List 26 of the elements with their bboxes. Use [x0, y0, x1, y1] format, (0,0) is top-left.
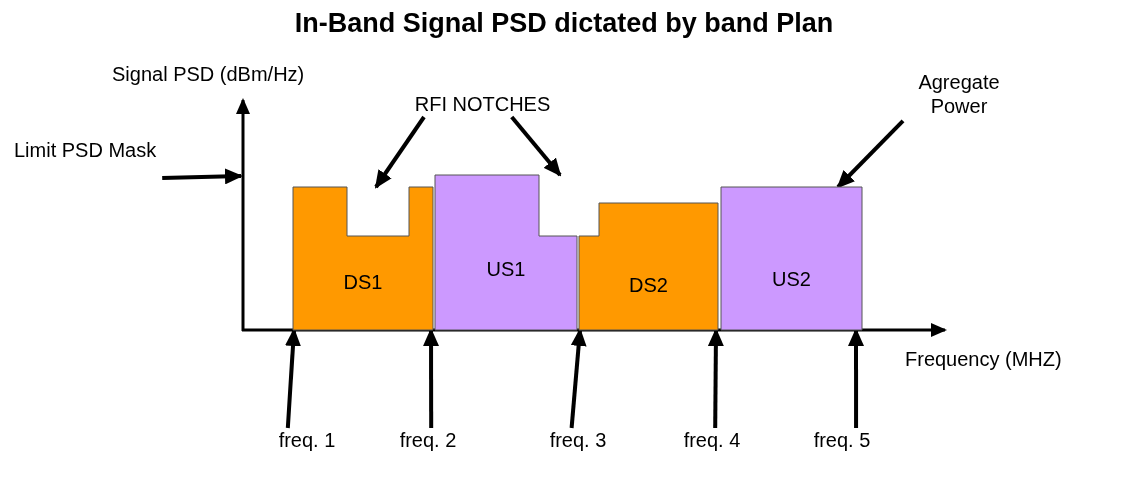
annotation-text: freq. 1 — [277, 428, 337, 452]
annotation-text: freq. 4 — [682, 428, 742, 452]
band-block — [293, 187, 433, 330]
band-label: DS1 — [342, 271, 384, 294]
annotation-text: freq. 5 — [812, 428, 872, 452]
chart-title: In-Band Signal PSD dictated by band Plan — [293, 8, 835, 39]
band-label: DS2 — [628, 274, 669, 297]
annotation-text: RFI NOTCHES — [413, 92, 552, 116]
arrow — [285, 328, 301, 429]
axis-label: Signal PSD (dBm/Hz) — [112, 62, 305, 86]
band-block — [579, 203, 718, 330]
arrow — [836, 119, 905, 189]
arrow — [707, 328, 724, 428]
arrow — [569, 328, 587, 429]
band-block — [435, 175, 577, 330]
arrow — [510, 115, 562, 177]
axis-label: Frequency (MHZ) — [905, 347, 1062, 371]
annotation-text: freq. 3 — [548, 428, 608, 452]
annotation-text: Limit PSD Mask — [14, 138, 158, 162]
band-label: US1 — [485, 258, 527, 281]
arrow — [374, 115, 426, 189]
band-label: US2 — [771, 268, 812, 291]
arrow — [162, 168, 243, 185]
annotation-text: Agregate Power — [917, 70, 1001, 118]
band-block — [721, 187, 862, 330]
annotation-text: freq. 2 — [398, 428, 458, 452]
